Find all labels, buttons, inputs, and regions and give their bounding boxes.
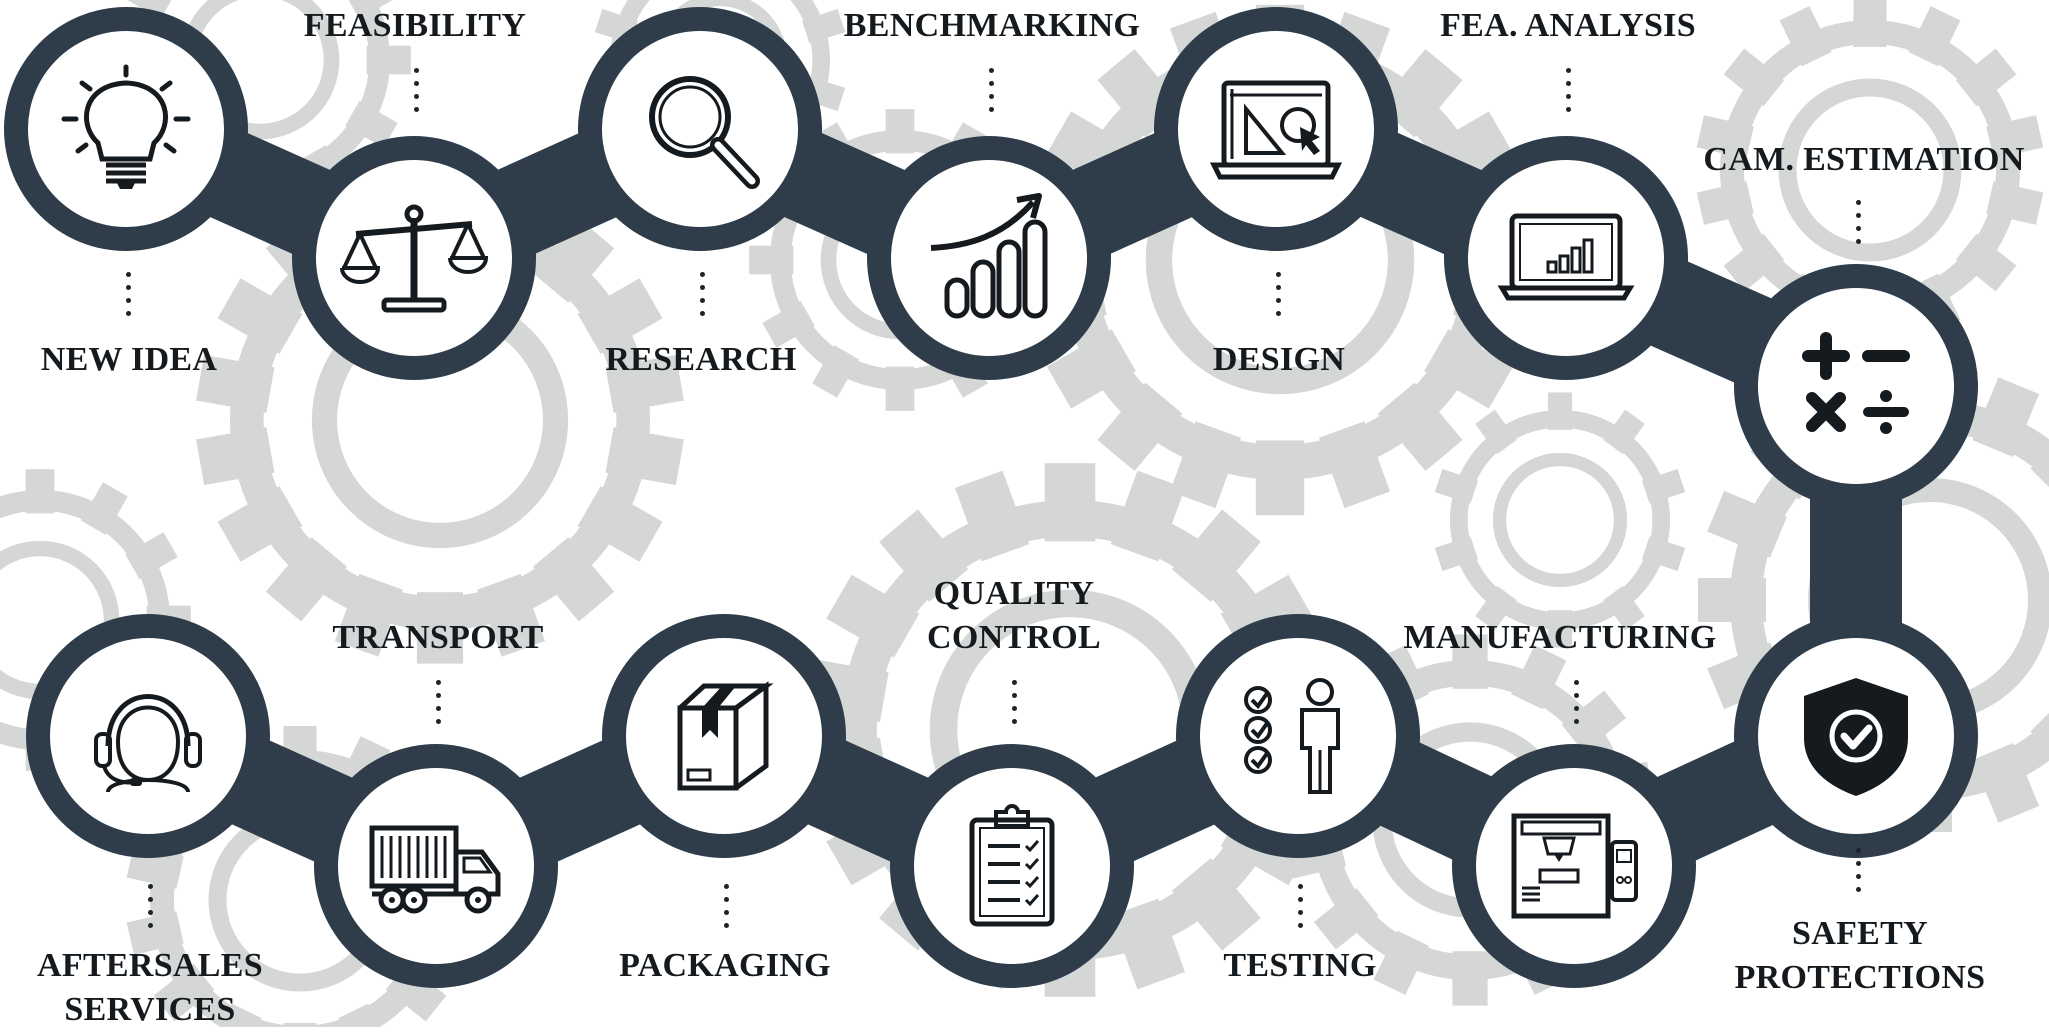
step-label-cam-estimation: CAM. ESTIMATION [1703, 141, 2025, 178]
calculator-symbols-icon [1802, 332, 1910, 434]
3d-printer-icon [1511, 813, 1638, 919]
lightbulb-icon [61, 64, 191, 189]
delivery-truck-icon [369, 825, 501, 914]
step-label-manufacturing: MANUFACTURING [1403, 619, 1717, 656]
connector-design [1276, 272, 1282, 324]
step-node [1468, 160, 1664, 356]
step-node [1758, 288, 1954, 484]
balance-scale-icon [340, 204, 489, 313]
connector-packaging [724, 884, 730, 936]
connector-research [700, 272, 706, 324]
step-label-new-idea: NEW IDEA [40, 341, 218, 378]
step-label-design: DESIGN [1212, 341, 1346, 378]
connector-cam-estimation [1856, 200, 1862, 252]
connector-new-idea [126, 272, 132, 324]
process-nodes [28, 31, 1954, 964]
step-node [1178, 31, 1374, 227]
clipboard-check-icon [969, 804, 1055, 927]
step-node [914, 768, 1110, 964]
magnifying-glass-icon [649, 76, 760, 189]
gear-icon [196, 176, 684, 664]
step-label-packaging: PACKAGING [619, 947, 831, 984]
step-label-testing: TESTING [1223, 947, 1377, 984]
step-label-feasibility: FEASIBILITY [303, 7, 527, 44]
package-box-icon [677, 681, 774, 791]
gear-icon [1434, 392, 1686, 648]
step-node [316, 160, 512, 356]
step-node [626, 638, 822, 834]
connector-aftersales [148, 884, 154, 936]
step-label-research: RESEARCH [605, 341, 797, 378]
connector-manufacturing [1574, 680, 1580, 732]
connector-feasibility [414, 68, 420, 120]
laptop-chart-icon [1497, 213, 1635, 301]
connector-transport [436, 680, 442, 732]
step-node [1476, 768, 1672, 964]
step-label-transport: TRANSPORT [332, 619, 544, 656]
connector-testing [1298, 884, 1304, 936]
step-label-fea-analysis: FEA. ANALYSIS [1440, 7, 1696, 44]
step-node [891, 160, 1087, 356]
connector-fea-analysis [1566, 68, 1572, 120]
shield-check-icon [1804, 678, 1908, 796]
step-node [1200, 638, 1396, 834]
checklist-person-icon [1244, 678, 1340, 794]
connector-quality-control [1012, 680, 1018, 732]
step-label-benchmarking: BENCHMARKING [843, 7, 1141, 44]
step-node [602, 31, 798, 227]
step-node [338, 768, 534, 964]
connector-safety [1856, 848, 1862, 900]
growth-chart-icon [930, 193, 1048, 319]
connector-benchmarking [989, 68, 995, 120]
step-node [28, 31, 224, 227]
headset-support-icon [94, 694, 202, 793]
gear-icon [1696, 0, 2044, 344]
drafting-board-icon [1209, 80, 1343, 180]
step-node [50, 638, 246, 834]
step-node [1758, 638, 1954, 834]
